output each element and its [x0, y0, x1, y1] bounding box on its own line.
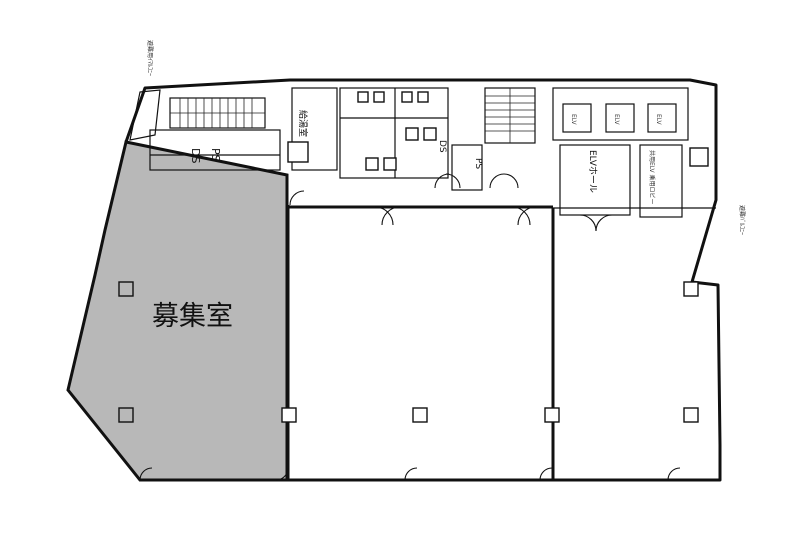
- doors: [139, 173, 681, 481]
- shared-lobby: [639, 144, 683, 218]
- elevator-3-label: ELV: [655, 114, 662, 125]
- ds-label-2: DS: [437, 140, 447, 153]
- stair-left-treads: [170, 98, 265, 128]
- elv-hall-label: ELVホール: [587, 150, 598, 193]
- elv-hall: [559, 144, 631, 216]
- ps-label-1: PS: [209, 148, 222, 162]
- elevator-1: [562, 103, 592, 133]
- shaft-mid: [451, 144, 483, 191]
- vacant-room-label: 募集室: [152, 301, 233, 332]
- restroom-block: [339, 87, 449, 179]
- ds-label-1: DS: [189, 148, 202, 163]
- elevator-1-label: ELV: [570, 114, 577, 125]
- pantry-fixture: [287, 141, 309, 163]
- pantry-label: 給湯室: [297, 110, 309, 137]
- balcony-note-right: 避難ﾊﾞﾙｺﾆｰ: [738, 205, 746, 235]
- evac-balcony-left: [129, 89, 161, 141]
- shaft-left: [149, 129, 281, 171]
- shared-lobby-label: 共用ELV 乗用ロビー: [648, 150, 656, 205]
- lobby-fixture: [689, 147, 709, 167]
- toilet-fixtures: [357, 91, 437, 171]
- elevator-3: [647, 103, 677, 133]
- outer-wall: [124, 78, 722, 482]
- elevator-2-label: ELV: [613, 114, 620, 125]
- balcony-note-left: 避難用ｲﾏﾙｺﾆｰ: [146, 40, 154, 76]
- ps-label-2: PS: [473, 158, 483, 169]
- pantry: [291, 87, 338, 171]
- elevator-2: [605, 103, 635, 133]
- stair-right-treads: [485, 88, 535, 143]
- columns: [118, 281, 699, 423]
- elevator-shafts: [552, 87, 689, 141]
